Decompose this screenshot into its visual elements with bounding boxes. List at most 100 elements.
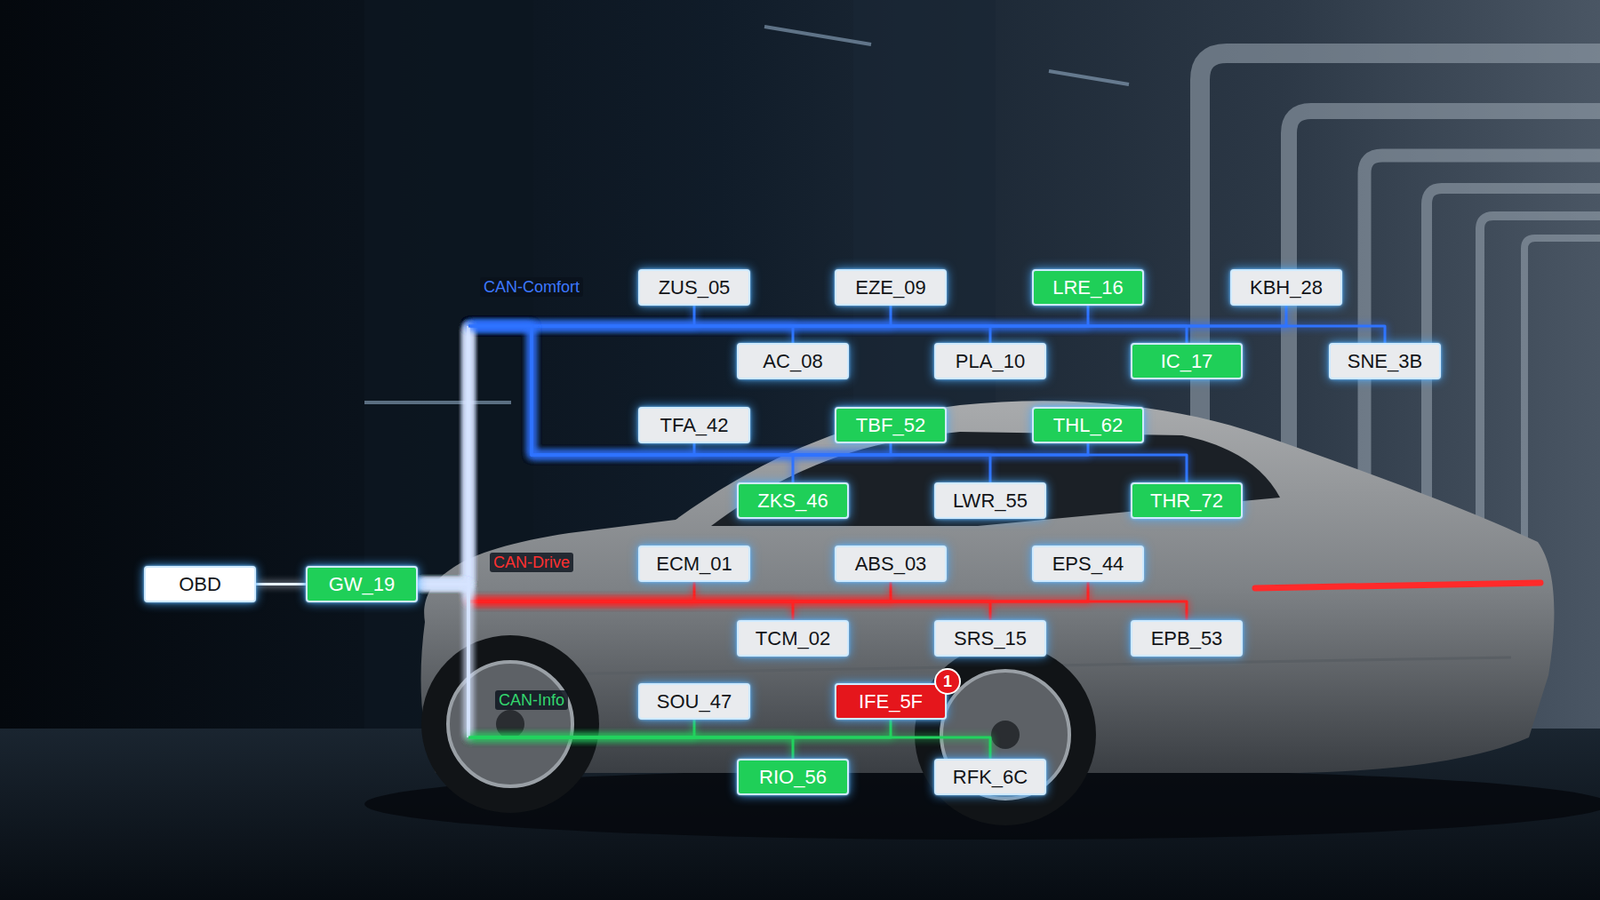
node-label: ABS_03 [855,554,928,575]
ecu-box: RFK_6C [934,759,1047,796]
node-label: RFK_6C [952,768,1028,788]
node-label: IFE_5F [858,692,923,712]
node-label: SOU_47 [656,692,732,712]
wire-segment [468,582,1088,602]
node-label: TCM_02 [755,629,831,649]
node-label: ZKS_46 [757,491,829,512]
bus-connector [417,584,891,739]
wire-segment [468,326,991,483]
wire-segment [417,584,469,603]
wire-segment [417,584,469,603]
wire-segment [468,601,1187,621]
ecu-box: IFE_5F [834,683,947,720]
wire-segment [468,601,991,621]
wire-segment [468,326,1187,483]
bus-name: CAN-Comfort [480,277,584,297]
wire-segment [468,305,891,327]
node-label: GW_19 [328,575,396,595]
wire-segment [417,584,469,739]
ecu-box: AC_08 [736,343,849,380]
tail-light [1255,583,1541,589]
ecu-box: ZUS_05 [638,269,751,306]
wire-segment [417,584,469,603]
ecu-box: ECM_01 [638,545,751,583]
ecu-box: SRS_15 [934,620,1047,657]
wire-segment [417,326,469,585]
wire-segment [417,326,469,585]
node-label: LRE_16 [1052,278,1124,298]
node-label: EPS_44 [1052,554,1125,575]
bus-connector [417,582,1088,602]
wire-segment [468,305,695,327]
front-wheel [421,635,600,814]
node-label: OBD [178,575,222,595]
car-window [711,432,1280,527]
gateway-box: GW_19 [305,566,418,603]
wire-segment [468,326,1385,344]
wire-segment [468,582,891,602]
light-strips [364,26,1129,403]
wire-segment [468,326,1088,456]
ecu-box: ABS_03 [834,545,947,583]
ecu-box: IC_17 [1130,343,1243,380]
ecu-box: PLA_10 [934,343,1047,380]
node-label: KBH_28 [1249,278,1323,298]
bus-connector [417,582,891,602]
callout-number: 1 [934,668,961,696]
bus-connector [417,305,1088,585]
ecu-box: RIO_56 [736,759,849,796]
ecu-box: SNE_3B [1328,343,1441,380]
wire-segment [468,326,991,344]
ecu-box: EPS_44 [1032,545,1144,583]
wire-segment [417,326,469,585]
node-label: EPB_53 [1151,629,1224,649]
wire-segment [417,326,469,585]
wire-segment [468,720,695,738]
rear-wheel [914,644,1096,826]
node-label: THR_72 [1150,491,1224,512]
wire-segment [417,326,469,585]
wire-segment [417,584,469,603]
wire-segment [417,326,469,585]
node-label: ZUS_05 [658,278,731,298]
bus-connector [417,326,1385,585]
wire-segment [417,326,469,585]
ecu-box: SOU_47 [638,683,751,720]
wire-segment [468,720,891,738]
ecu-box: THR_72 [1130,482,1243,520]
wire-segment [468,305,1287,327]
wire-segment [468,737,991,760]
wire-segment [417,326,469,585]
wire-segment [468,601,793,621]
node-label: THL_62 [1053,416,1123,436]
wire-segment [417,584,469,739]
bus-connector [417,584,991,760]
ecu-box: KBH_28 [1230,269,1343,306]
wire-segment [417,326,469,585]
ecu-box: LWR_55 [934,482,1047,520]
node-label: LWR_55 [952,491,1028,512]
ecu-box: TCM_02 [736,620,849,657]
wire-segment [417,326,469,585]
node-label: EZE_09 [855,278,927,298]
node-label: RIO_56 [759,768,827,788]
obd-port-box: OBD [144,566,256,603]
node-label: TFA_42 [659,416,728,436]
bus-connector [417,305,695,585]
wire-segment [468,305,1088,327]
ecu-box: EZE_09 [834,269,947,306]
ecu-box: TBF_52 [834,407,947,444]
node-label: SRS_15 [953,629,1027,649]
ecu-box: EPB_53 [1130,620,1243,657]
bus-connector [417,584,1187,622]
wire-segment [417,326,469,585]
bus-connector [417,584,793,760]
wire-segment [256,583,306,586]
wire-segment [468,737,793,760]
node-label: IC_17 [1160,352,1214,372]
ecu-box: LRE_16 [1032,269,1144,306]
bus-connector [417,326,1187,585]
ecu-box: TFA_42 [638,407,751,444]
